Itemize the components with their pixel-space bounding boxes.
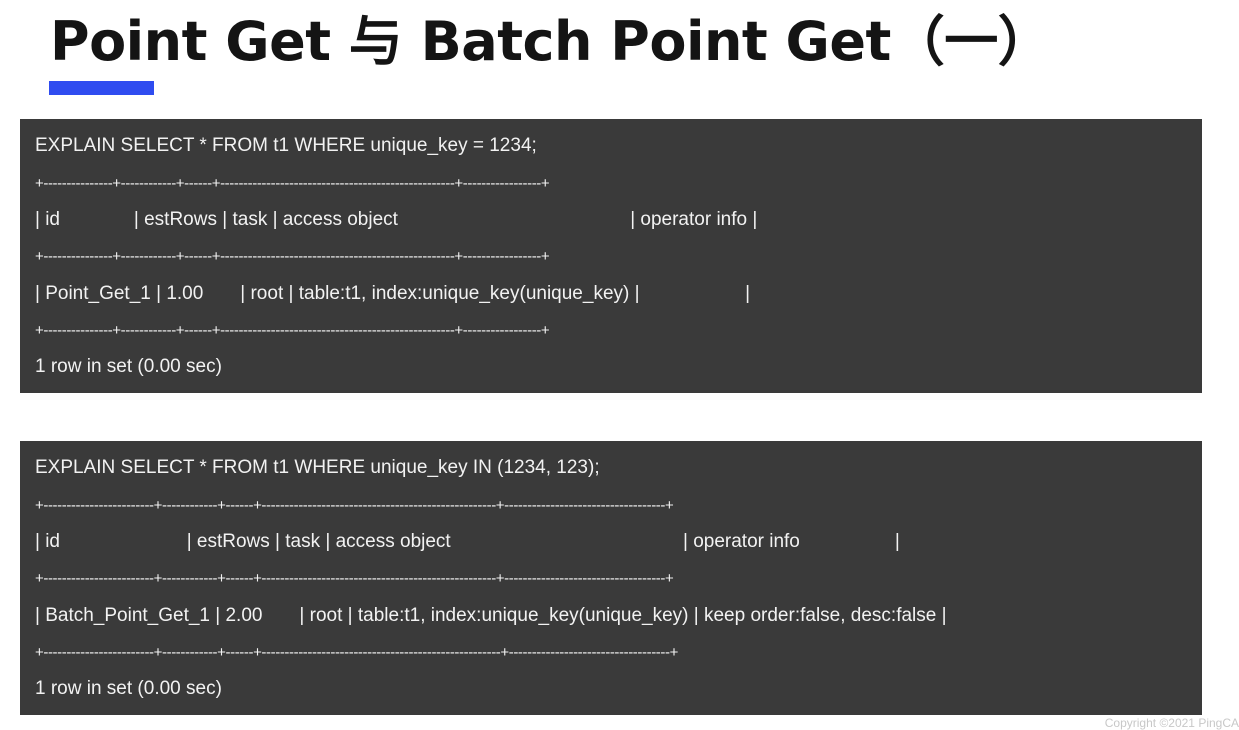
result-summary: 1 row in set (0.00 sec)	[35, 356, 222, 377]
sql-query: EXPLAIN SELECT * FROM t1 WHERE unique_ke…	[35, 135, 537, 156]
table-header-row: | id | estRows | task | access object | …	[35, 531, 900, 552]
table-border-bottom: +------------------------+------------+-…	[35, 644, 678, 661]
table-row: | Point_Get_1 | 1.00 | root | table:t1, …	[35, 283, 751, 304]
title-accent-bar	[49, 81, 154, 95]
result-summary: 1 row in set (0.00 sec)	[35, 678, 222, 699]
terminal-block-point-get: EXPLAIN SELECT * FROM t1 WHERE unique_ke…	[20, 119, 1202, 393]
table-row: | Batch_Point_Get_1 | 2.00 | root | tabl…	[35, 605, 947, 626]
copyright-text: Copyright ©2021 PingCA	[1104, 716, 1239, 730]
table-border-top: +---------------+------------+------+---…	[35, 175, 550, 192]
sql-query: EXPLAIN SELECT * FROM t1 WHERE unique_ke…	[35, 457, 600, 478]
table-border-mid: +---------------+------------+------+---…	[35, 248, 550, 265]
terminal-block-batch-point-get: EXPLAIN SELECT * FROM t1 WHERE unique_ke…	[20, 441, 1202, 715]
slide-title: Point Get 与 Batch Point Get（一）	[50, 10, 1052, 73]
table-header-row: | id | estRows | task | access object | …	[35, 209, 758, 230]
table-border-mid: +------------------------+------------+-…	[35, 570, 674, 587]
table-border-bottom: +---------------+------------+------+---…	[35, 322, 550, 339]
table-border-top: +------------------------+------------+-…	[35, 497, 674, 514]
